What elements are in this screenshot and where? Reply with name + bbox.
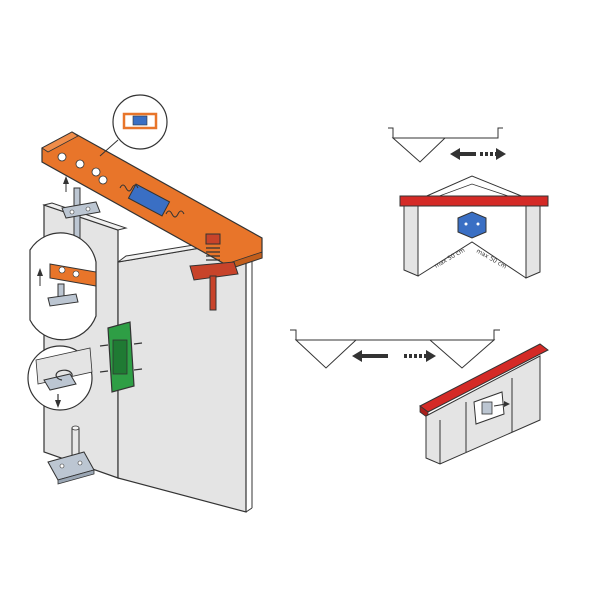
wall-mount-view bbox=[419, 343, 549, 465]
blue-spring-mechanism bbox=[119, 183, 185, 218]
plan-view-top bbox=[388, 127, 506, 163]
detail-callout-pin bbox=[29, 232, 97, 341]
detail-callout-bottom bbox=[27, 345, 93, 411]
red-pivot-bolt bbox=[189, 233, 239, 311]
bottom-floor-plate bbox=[47, 425, 95, 485]
right-door-panel bbox=[117, 243, 253, 513]
rotate-arrow-icon bbox=[55, 369, 73, 381]
max-width-label-right: max 50 cm bbox=[475, 248, 508, 271]
corner-mount-view: max 50 cm max 50 cm bbox=[399, 175, 549, 279]
green-hinge-bracket bbox=[99, 321, 143, 393]
main-assembly bbox=[27, 94, 263, 513]
double-arrow-icon bbox=[450, 148, 506, 160]
max-width-label-left: max 50 cm bbox=[434, 247, 467, 270]
detail-callout-profile bbox=[99, 94, 168, 157]
double-arrow-icon bbox=[352, 350, 436, 362]
plan-view-bottom bbox=[290, 329, 500, 369]
